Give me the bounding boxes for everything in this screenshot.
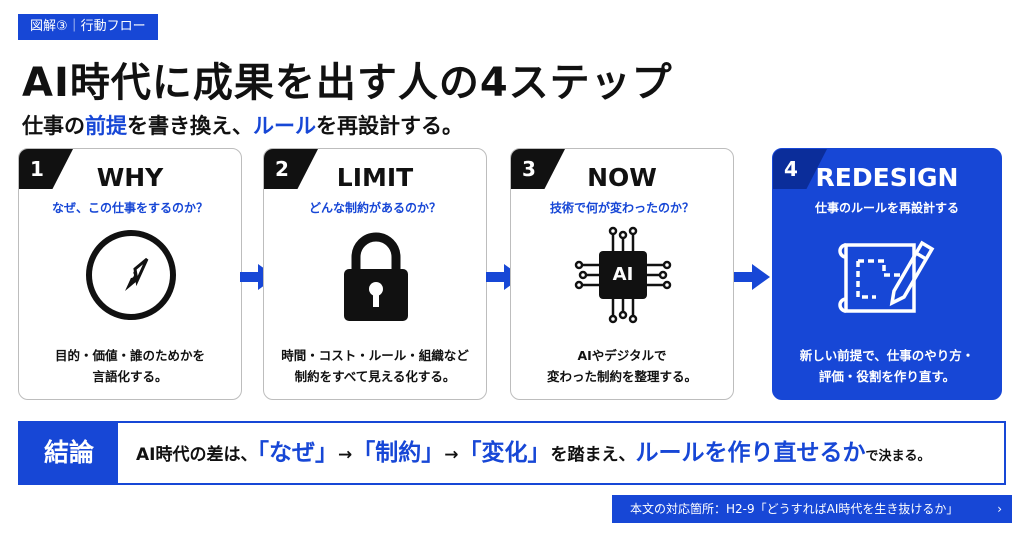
conclusion-keyword: 「変化」 <box>458 440 551 466</box>
step-question: 技術で何が変わったのか？ <box>549 201 694 215</box>
step-description-line: 評価・役割を作り直す。 <box>818 369 956 385</box>
step-card-now: 3 NOW 技術で何が変わったのか？ AI AIやデジタルで 変わった制約を整理… <box>510 148 734 400</box>
conclusion-text: AI時代の差は、「なぜ」→「制約」→「変化」を踏まえ、ルールを作り直せるかで決ま… <box>136 423 931 483</box>
arrow-right-icon <box>734 264 770 290</box>
step-description: 時間・コスト・ルール・組織など 制約をすべて見える化する。 <box>264 345 486 388</box>
conclusion-keyword: 「なぜ」 <box>257 440 338 466</box>
step-heading: REDESIGN <box>815 163 959 192</box>
step-description: 目的・価値・誰のためかを 言語化する。 <box>19 345 241 388</box>
conclusion-keyword: 「制約」 <box>352 440 445 466</box>
conclusion-part: で決まる。 <box>865 449 931 464</box>
step-question: どんな制約があるのか？ <box>308 201 441 215</box>
subtitle-part: を再設計する。 <box>316 114 463 138</box>
conclusion-part: を踏まえ、 <box>550 445 636 465</box>
subtitle: 仕事の前提を書き換え、ルールを再設計する。 <box>22 110 463 140</box>
subtitle-highlight: ルール <box>253 114 316 138</box>
step-question: なぜ、この仕事をするのか？ <box>51 201 208 215</box>
subtitle-part: 仕事の <box>22 114 85 138</box>
step-description-line: 言語化する。 <box>92 369 168 385</box>
step-description-line: 新しい前提で、仕事のやり方・ <box>799 348 975 363</box>
step-card-redesign: 4 REDESIGN 仕事のルールを再設計する 新しい前提で、仕事のやり方・ 評… <box>772 148 1002 400</box>
step-heading: WHY <box>96 163 164 192</box>
conclusion-arrow: → <box>337 445 353 465</box>
conclusion-arrow: → <box>444 445 459 465</box>
conclusion-box: 結論 AI時代の差は、「なぜ」→「制約」→「変化」を踏まえ、ルールを作り直せるか… <box>18 421 1006 485</box>
step-description-line: AIやデジタルで <box>577 348 667 363</box>
step-description: 新しい前提で、仕事のやり方・ 評価・役割を作り直す。 <box>773 345 1001 388</box>
ai-chip-label: AI <box>612 264 634 285</box>
lock-icon <box>344 232 408 321</box>
step-card-why: 1 WHY なぜ、この仕事をするのか？ 目的・価値・誰のためかを 言語化する。 <box>18 148 242 400</box>
step-description-line: 目的・価値・誰のためかを <box>54 348 205 363</box>
figure-tag: 図解③｜行動フロー <box>18 14 158 40</box>
subtitle-highlight: 前提 <box>85 114 127 138</box>
ai-chip-icon <box>574 226 672 324</box>
reference-link[interactable]: 本文の対応箇所：H2-9「どうすればAI時代を生き抜けるか」 › <box>612 495 1012 523</box>
step-heading: LIMIT <box>336 163 414 192</box>
step-description-line: 制約をすべて見える化する。 <box>294 369 456 385</box>
blueprint-pencil-icon <box>838 240 935 313</box>
step-question: 仕事のルールを再設計する <box>814 201 959 215</box>
step-description-line: 時間・コスト・ルール・組織など <box>281 348 469 363</box>
step-heading: NOW <box>587 163 657 192</box>
chevron-right-icon: › <box>997 502 1002 516</box>
step-description: AIやデジタルで 変わった制約を整理する。 <box>511 345 733 388</box>
subtitle-part: を書き換え、 <box>127 114 253 138</box>
step-card-limit: 2 LIMIT どんな制約があるのか？ 時間・コスト・ルール・組織など 制約をす… <box>263 148 487 400</box>
conclusion-keyword: ルールを作り直せるか <box>635 440 866 466</box>
compass-icon <box>86 230 176 320</box>
reference-text: 本文の対応箇所：H2-9「どうすればAI時代を生き抜けるか」 <box>630 502 959 516</box>
conclusion-label: 結論 <box>20 423 118 483</box>
step-description-line: 変わった制約を整理する。 <box>546 369 697 385</box>
conclusion-part: AI時代の差は、 <box>136 445 258 465</box>
page-title: AI時代に成果を出す人の4ステップ <box>22 60 673 106</box>
